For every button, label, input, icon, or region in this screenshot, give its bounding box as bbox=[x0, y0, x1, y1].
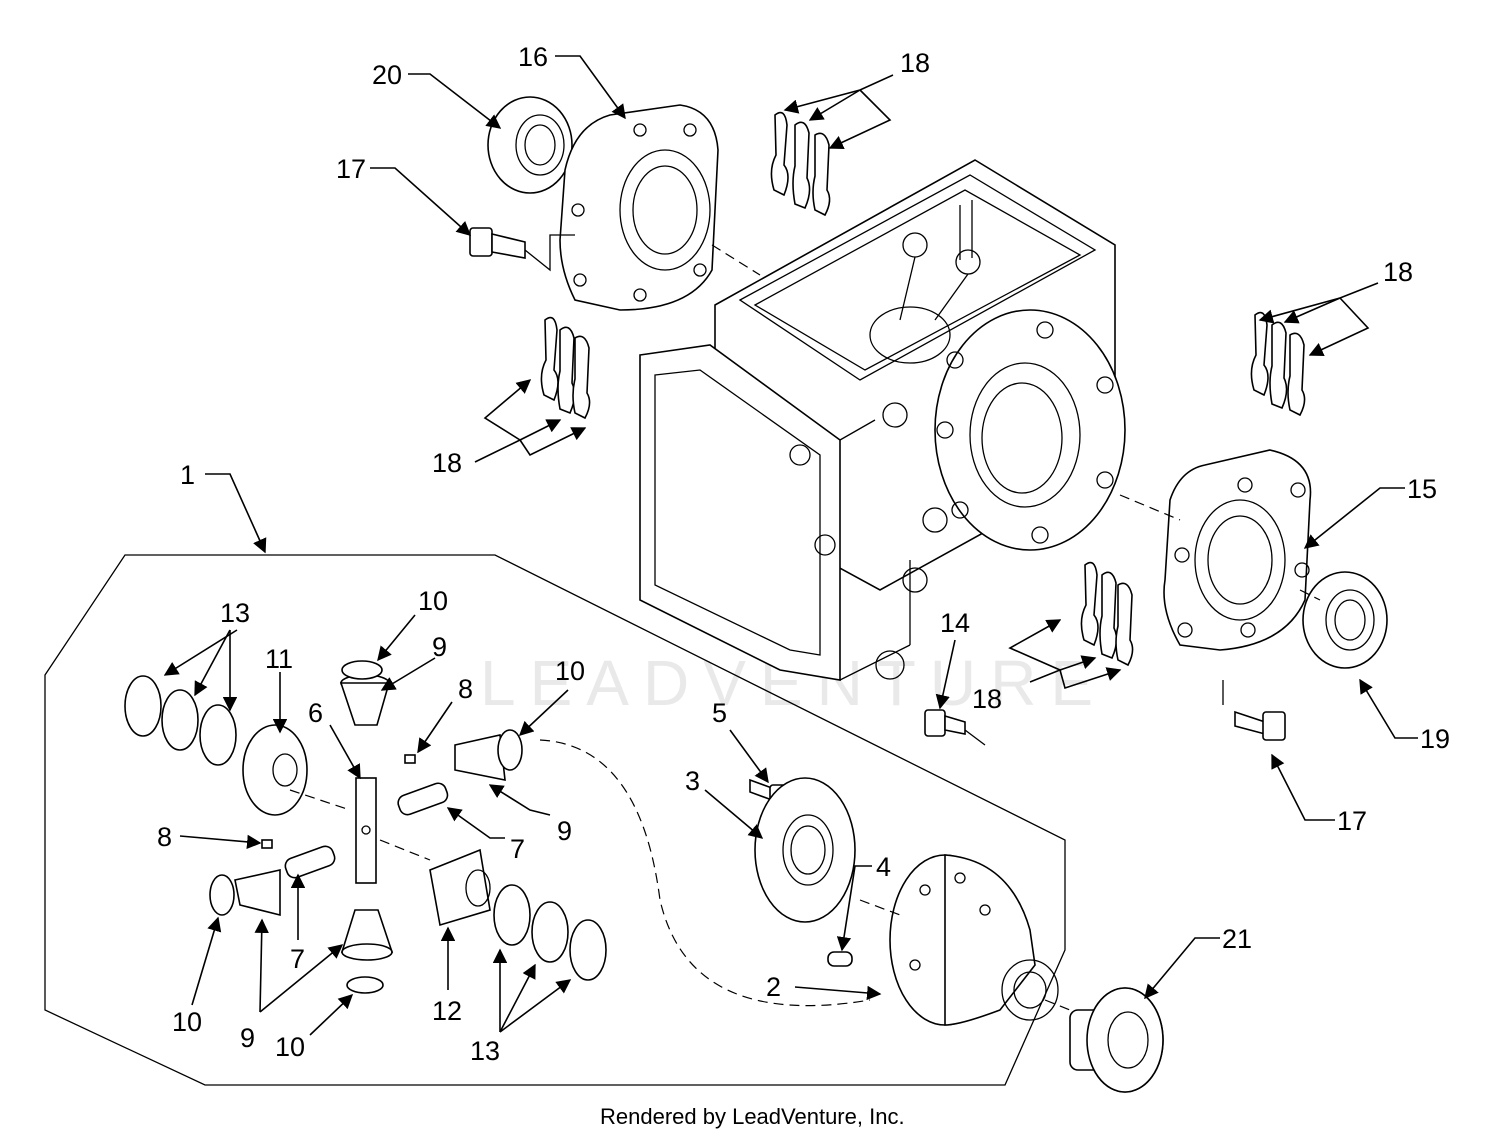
callout-3: 3 bbox=[685, 766, 700, 796]
callout-20: 20 bbox=[372, 60, 402, 90]
bolt-17-top bbox=[469, 227, 575, 272]
callout-8-left: 8 bbox=[157, 822, 172, 852]
key-8-left bbox=[261, 839, 273, 849]
callout-10-top: 10 bbox=[418, 586, 448, 616]
pinion-gear-9-right bbox=[454, 734, 506, 781]
bearing-20 bbox=[487, 96, 573, 194]
pinion-gear-9-left bbox=[234, 869, 281, 917]
shift-forks-18-top bbox=[770, 111, 831, 217]
ring-gear-21 bbox=[1069, 987, 1164, 1093]
callout-4: 4 bbox=[876, 852, 891, 882]
callout-18-top: 18 bbox=[900, 48, 930, 78]
washer-10-top bbox=[341, 660, 383, 680]
washer-10-bottom bbox=[346, 976, 384, 994]
thrust-washers-13-left bbox=[124, 675, 237, 766]
washer-10-right bbox=[497, 729, 523, 771]
callout-9-top: 9 bbox=[432, 632, 447, 662]
cross-shaft-6 bbox=[355, 777, 377, 884]
callout-18-left: 18 bbox=[432, 448, 462, 478]
thrust-washers-13-right bbox=[493, 884, 607, 981]
callout-5: 5 bbox=[712, 698, 727, 728]
callout-12: 12 bbox=[432, 996, 462, 1026]
leader-lines bbox=[163, 55, 1418, 1036]
retainer-plate-16 bbox=[559, 104, 719, 311]
centre-lines bbox=[289, 244, 1321, 1011]
callout-9-right: 9 bbox=[557, 816, 572, 846]
callout-7-right: 7 bbox=[510, 834, 525, 864]
callout-13-top: 13 bbox=[220, 598, 250, 628]
callout-6: 6 bbox=[308, 698, 323, 728]
transmission-housing bbox=[639, 159, 1126, 681]
callout-1: 1 bbox=[180, 460, 195, 490]
callout-21: 21 bbox=[1222, 924, 1252, 954]
washer-10-left bbox=[209, 874, 235, 916]
bearing-19 bbox=[1302, 571, 1388, 669]
side-gear-11 bbox=[242, 724, 308, 816]
pin-7-right bbox=[397, 782, 449, 816]
callout-19: 19 bbox=[1420, 724, 1450, 754]
callout-15: 15 bbox=[1407, 474, 1437, 504]
callout-14: 14 bbox=[940, 608, 970, 638]
callout-17-top: 17 bbox=[336, 154, 366, 184]
shift-forks-18-right bbox=[1250, 311, 1306, 417]
bolt-14 bbox=[924, 709, 986, 746]
pin-4 bbox=[827, 951, 853, 967]
bolt-17-right bbox=[1222, 680, 1286, 741]
callout-11: 11 bbox=[265, 644, 293, 674]
callout-2: 2 bbox=[766, 972, 781, 1002]
callout-17-right: 17 bbox=[1337, 806, 1367, 836]
callout-7-left: 7 bbox=[290, 944, 305, 974]
callout-18-right: 18 bbox=[1383, 257, 1413, 287]
kit-boundary bbox=[44, 554, 1066, 1086]
shift-forks-18-lower bbox=[1080, 561, 1134, 667]
key-8-right bbox=[404, 754, 416, 764]
callout-9-bottom: 9 bbox=[240, 1023, 255, 1053]
callout-10-left: 10 bbox=[172, 1007, 202, 1037]
side-gear-12 bbox=[429, 848, 491, 927]
callout-10-right: 10 bbox=[555, 656, 585, 686]
callout-16: 16 bbox=[518, 42, 548, 72]
callout-10-bottom: 10 bbox=[275, 1032, 305, 1062]
differential-case-2 bbox=[889, 854, 1059, 1026]
footer-credit: Rendered by LeadVenture, Inc. bbox=[600, 1104, 905, 1129]
retainer-plate-15 bbox=[1163, 449, 1312, 651]
flange-3 bbox=[754, 777, 856, 923]
pinion-gear-9-bottom bbox=[340, 909, 394, 961]
callout-18-lower: 18 bbox=[972, 684, 1002, 714]
callout-13-bottom: 13 bbox=[470, 1036, 500, 1066]
pinion-gear-9-top bbox=[339, 674, 391, 726]
shift-forks-18-left bbox=[540, 316, 591, 420]
pin-7-left bbox=[284, 845, 336, 879]
callout-8-right: 8 bbox=[458, 674, 473, 704]
callout-labels: 1 20 16 17 18 18 18 18 15 19 17 14 5 3 4… bbox=[157, 42, 1450, 1066]
